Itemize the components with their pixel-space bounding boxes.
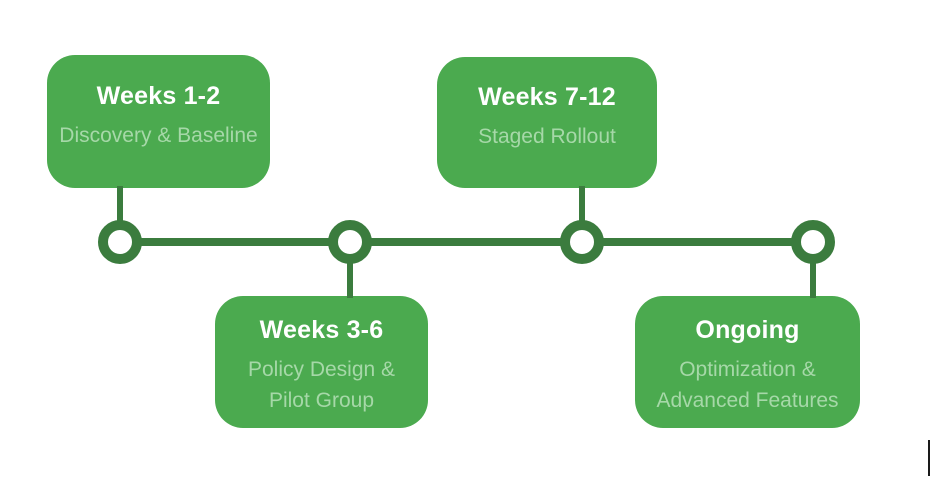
timeline-node-4: [791, 220, 835, 264]
subtitle-line: Discovery & Baseline: [59, 123, 258, 147]
subtitle-line: Optimization &: [679, 357, 816, 381]
timeline-node-3: [560, 220, 604, 264]
milestone-title: Ongoing: [695, 315, 800, 344]
milestone-box-ongoing: Ongoing Optimization & Advanced Features: [635, 296, 860, 428]
subtitle-line: Advanced Features: [656, 388, 839, 412]
subtitle-line: Policy Design &: [247, 357, 396, 381]
milestone-subtitle: Policy Design & Pilot Group: [248, 354, 395, 416]
timeline-bar: [118, 238, 815, 246]
subtitle-line: Pilot Group: [268, 388, 375, 412]
milestone-subtitle: Discovery & Baseline: [59, 120, 257, 151]
milestone-title: Weeks 1-2: [96, 81, 221, 110]
milestone-box-weeks-1-2: Weeks 1-2 Discovery & Baseline: [47, 55, 270, 188]
milestone-title: Weeks 3-6: [259, 315, 384, 344]
milestone-subtitle: Optimization & Advanced Features: [656, 354, 838, 416]
timeline-node-1: [98, 220, 142, 264]
cursor-artifact-line: [928, 440, 930, 476]
connector-weeks-1-2: [117, 186, 123, 224]
timeline-node-2: [328, 220, 372, 264]
milestone-box-weeks-7-12: Weeks 7-12 Staged Rollout: [437, 57, 657, 188]
connector-weeks-7-12: [579, 186, 585, 224]
milestone-subtitle: Staged Rollout: [478, 121, 616, 152]
connector-weeks-3-6: [347, 260, 353, 298]
milestone-title: Weeks 7-12: [478, 82, 616, 111]
connector-ongoing: [810, 260, 816, 298]
subtitle-line: Staged Rollout: [478, 124, 616, 148]
milestone-box-weeks-3-6: Weeks 3-6 Policy Design & Pilot Group: [215, 296, 428, 428]
